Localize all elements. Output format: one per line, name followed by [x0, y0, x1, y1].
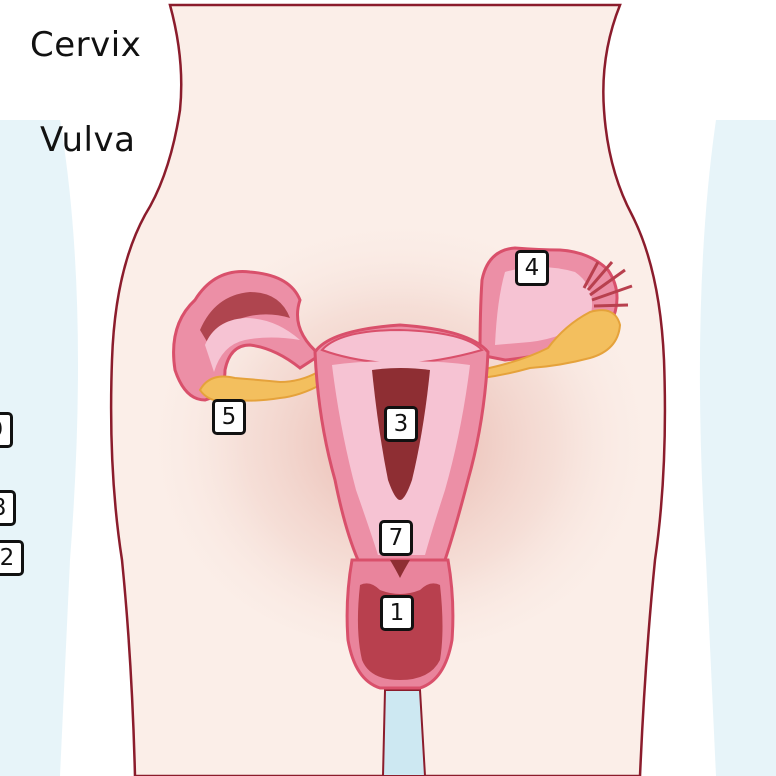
- label-word-cervix: Cervix: [30, 28, 141, 62]
- marker-9[interactable]: 9: [0, 412, 13, 448]
- marker-2[interactable]: 2: [0, 540, 24, 576]
- label-word-vulva: Vulva: [40, 123, 135, 157]
- marker-4[interactable]: 4: [515, 250, 549, 286]
- marker-1[interactable]: 1: [380, 595, 414, 631]
- vaginal-canal: [383, 690, 425, 776]
- marker-8[interactable]: 8: [0, 490, 16, 526]
- marker-3[interactable]: 3: [384, 406, 418, 442]
- marker-5[interactable]: 5: [212, 399, 246, 435]
- marker-7[interactable]: 7: [379, 520, 413, 556]
